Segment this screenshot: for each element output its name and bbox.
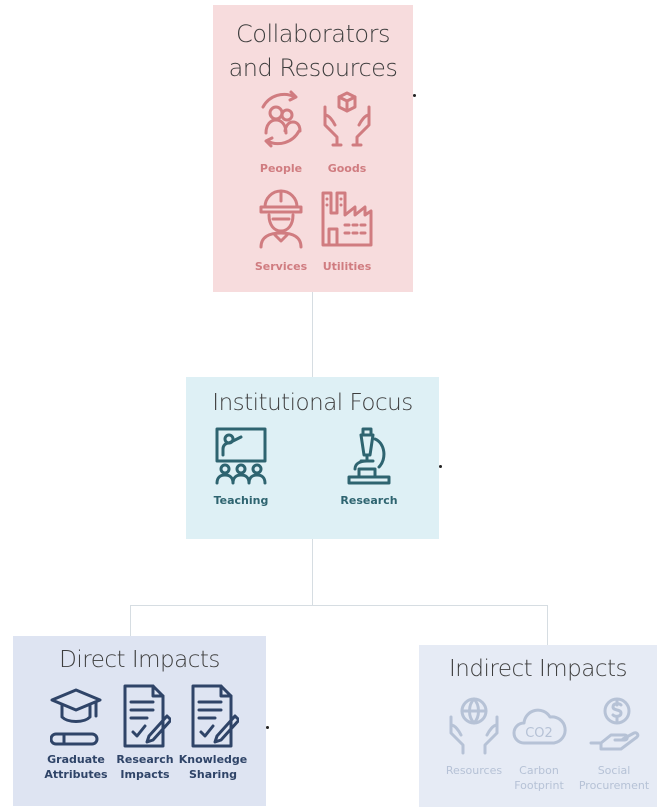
co2-cloud-icon: CO2 <box>512 708 567 745</box>
document-pen-icon <box>191 684 239 748</box>
teaching-label: Teaching <box>213 494 269 507</box>
graduation-cap-icon <box>50 688 102 746</box>
hands-box-icon <box>323 91 371 147</box>
people-cycle-icon <box>261 90 302 148</box>
indirect-impacts-box: Indirect Impacts Resources CO2 Carbon Fo… <box>419 645 657 807</box>
teaching-item: Teaching <box>206 425 276 508</box>
institutional-focus-box: Institutional Focus Teaching Research <box>186 377 439 539</box>
collaborators-resources-box: Collaborators and Resources People Goods <box>213 5 413 292</box>
graduate-attributes-item: Graduate Attributes <box>41 684 111 782</box>
goods-item: Goods <box>307 87 387 176</box>
graduate-attributes-label: Graduate Attributes <box>44 753 108 781</box>
focus-title: Institutional Focus <box>212 390 413 416</box>
research-item: Research <box>334 425 404 508</box>
carbon-footprint-label: Carbon Footprint <box>514 764 564 792</box>
connector-focus-branch <box>312 539 313 605</box>
goods-label: Goods <box>327 162 367 175</box>
svg-text:CO2: CO2 <box>525 726 553 741</box>
hard-hat-worker-icon <box>259 189 303 249</box>
services-label: Services <box>254 260 308 273</box>
collaborators-title-line2: and Resources <box>228 54 398 82</box>
indirect-title: Indirect Impacts <box>449 656 627 682</box>
social-procurement-item: Social Procurement <box>574 695 654 793</box>
resources-item: Resources <box>439 695 509 778</box>
knowledge-sharing-item: Knowledge Sharing <box>178 684 248 782</box>
utilities-item: Utilities <box>307 185 387 274</box>
research-impacts-label: Research Impacts <box>116 753 174 781</box>
connector-branch-indirect <box>547 605 548 645</box>
services-item: Services <box>241 185 321 274</box>
hand-coin-icon <box>589 697 640 751</box>
social-procurement-label: Social Procurement <box>578 764 650 792</box>
connector-branch-horizontal <box>130 605 548 606</box>
utilities-label: Utilities <box>322 260 372 273</box>
carbon-footprint-item: CO2 Carbon Footprint <box>504 695 574 793</box>
connector-branch-direct <box>130 605 131 636</box>
collaborators-title-line1: Collaborators <box>236 20 390 48</box>
microscope-icon <box>347 427 391 485</box>
research-impacts-item: Research Impacts <box>110 684 180 782</box>
document-pen-icon <box>123 684 171 748</box>
direct-title: Direct Impacts <box>59 647 220 673</box>
people-label: People <box>259 162 303 175</box>
research-label: Research <box>340 494 398 507</box>
factory-icon <box>321 191 373 247</box>
marker-dot <box>266 726 269 729</box>
connector-collab-focus <box>312 292 313 377</box>
marker-dot <box>413 94 416 97</box>
hands-globe-icon <box>449 697 499 755</box>
people-item: People <box>241 87 321 176</box>
classroom-board-icon <box>215 427 267 485</box>
marker-dot <box>439 465 442 468</box>
direct-impacts-box: Direct Impacts Graduate Attributes Resea… <box>13 636 266 806</box>
resources-label: Resources <box>445 764 503 777</box>
collaborators-title: Collaborators and Resources <box>213 17 413 85</box>
knowledge-sharing-label: Knowledge Sharing <box>178 753 248 781</box>
